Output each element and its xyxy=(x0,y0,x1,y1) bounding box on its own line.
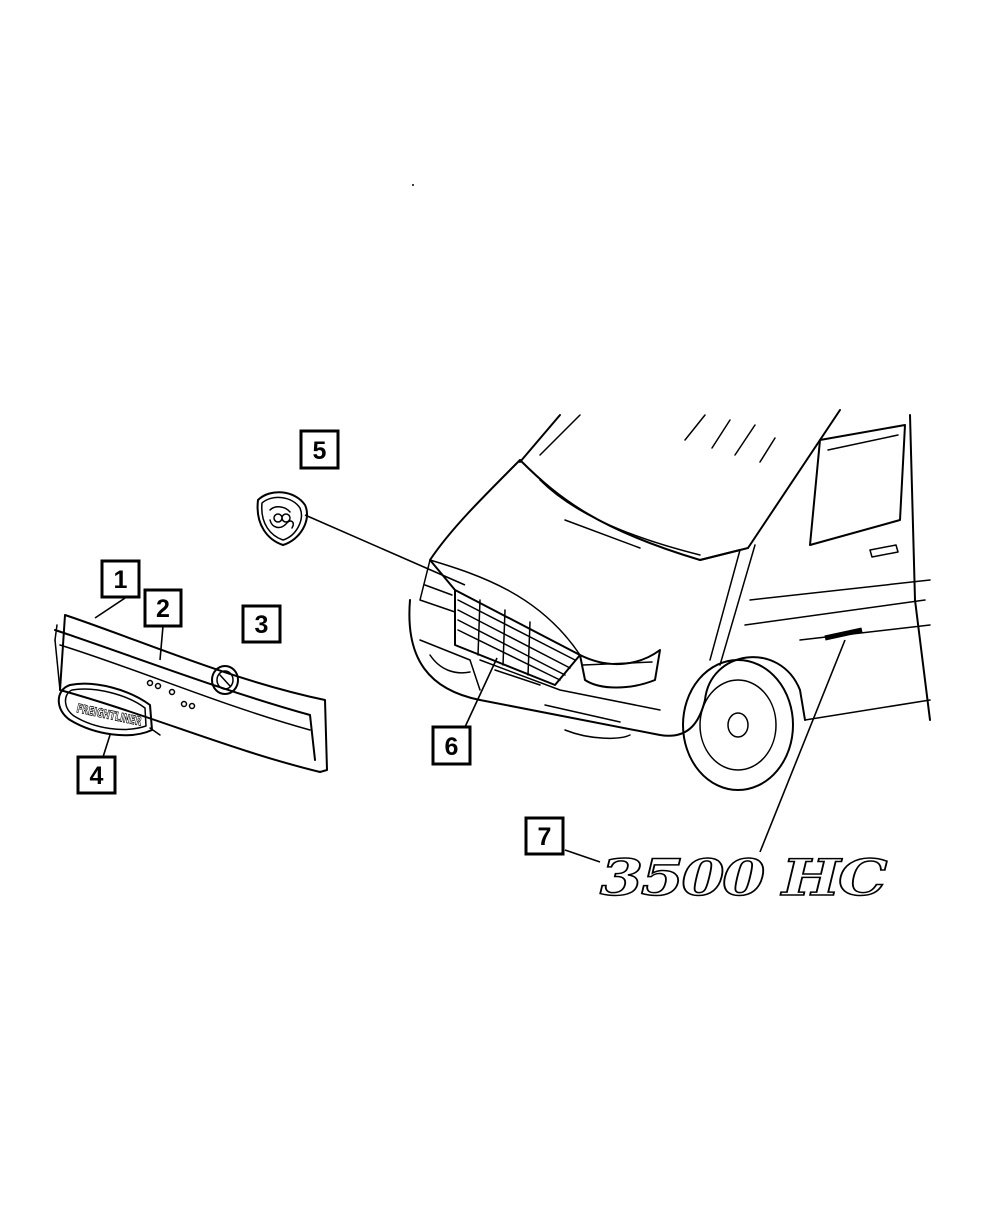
stray-dot xyxy=(412,184,414,186)
model-badge-text: 3500 HC xyxy=(600,848,888,907)
model-badge: 3500 HC xyxy=(599,847,890,908)
van-illustration xyxy=(408,409,931,791)
svg-text:6: 6 xyxy=(445,733,459,761)
mount-hole xyxy=(146,679,154,687)
callout-5: 5 xyxy=(299,429,340,470)
mount-hole xyxy=(168,688,176,696)
grille-molding xyxy=(54,614,328,773)
svg-text:3: 3 xyxy=(255,611,269,639)
svg-text:4: 4 xyxy=(90,762,104,790)
nameplate-emblem: FREIGHTLINER xyxy=(57,682,161,737)
leader-lines xyxy=(94,514,846,863)
ram-emblem xyxy=(256,491,308,546)
callout-2: 2 xyxy=(143,588,183,628)
svg-text:2: 2 xyxy=(156,595,170,623)
mount-hole xyxy=(154,682,162,690)
mount-hole xyxy=(188,702,196,710)
callout-4: 4 xyxy=(76,755,117,795)
callout-7: 7 xyxy=(524,816,565,856)
svg-text:1: 1 xyxy=(114,566,128,594)
callout-6: 6 xyxy=(431,725,472,766)
svg-text:7: 7 xyxy=(538,823,552,851)
callout-1: 1 xyxy=(100,559,141,599)
round-emblem xyxy=(211,665,239,695)
svg-text:5: 5 xyxy=(313,437,327,465)
callout-3: 3 xyxy=(241,604,282,644)
mount-hole xyxy=(180,700,188,708)
